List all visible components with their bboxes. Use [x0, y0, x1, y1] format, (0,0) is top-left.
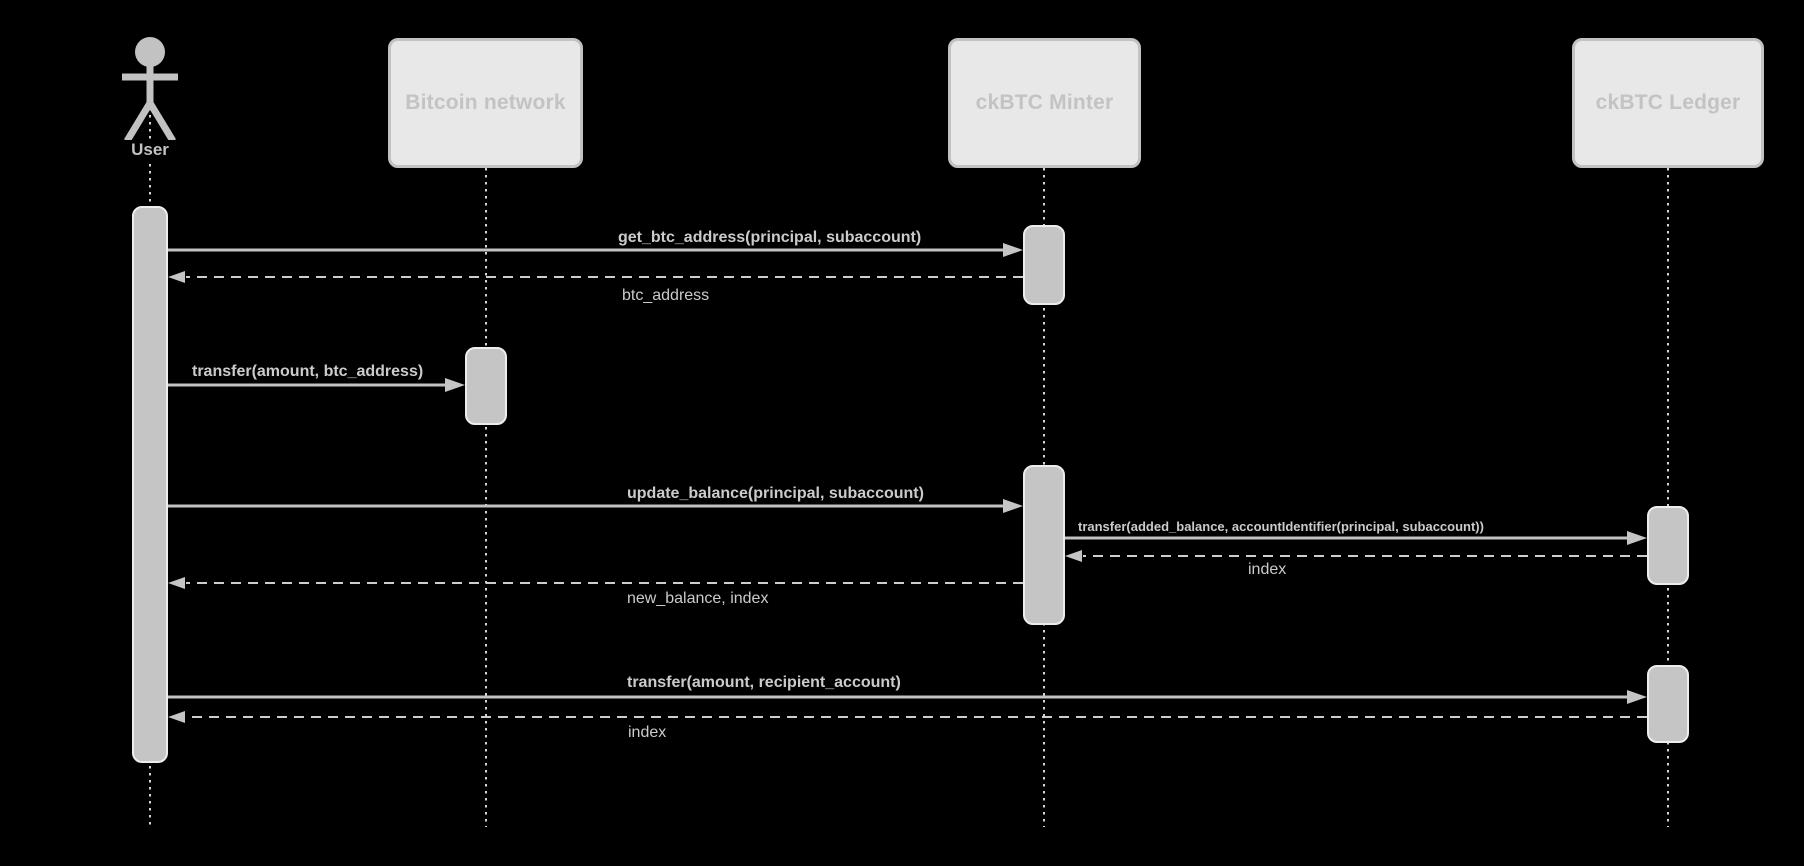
message-label-get-btc-address: get_btc_address(principal, subaccount) [618, 229, 922, 246]
message-label-update-balance: update_balance(principal, subaccount) [627, 485, 924, 502]
arrow-btc-address-return [168, 271, 1023, 283]
message-label-transfer-btc: transfer(amount, btc_address) [192, 363, 424, 380]
message-label-index-user: index [628, 724, 667, 741]
arrow-transfer-recipient [168, 690, 1647, 704]
arrow-update-balance [168, 499, 1023, 513]
arrow-transfer-added-balance [1065, 531, 1647, 545]
participant-ckbtc-ledger: ckBTC Ledger [1572, 38, 1764, 168]
arrow-get-btc-address [168, 243, 1023, 257]
participant-label: ckBTC Ledger [1595, 91, 1741, 114]
activation-minter-1 [1023, 225, 1065, 305]
arrow-index-return-user [168, 711, 1647, 723]
participant-label: ckBTC Minter [975, 91, 1114, 114]
participant-ckbtc-minter: ckBTC Minter [948, 38, 1141, 168]
arrow-transfer-btc [168, 378, 465, 392]
message-label-transfer-recipient: transfer(amount, recipient_account) [627, 674, 901, 691]
message-label-btc-address: btc_address [622, 287, 710, 304]
user-actor-icon [122, 37, 178, 143]
activation-user [132, 206, 168, 763]
message-label-new-balance-index: new_balance, index [627, 590, 769, 607]
message-label-transfer-added-balance: transfer(added_balance, accountIdentifie… [1078, 519, 1484, 534]
participant-bitcoin-network: Bitcoin network [388, 38, 583, 168]
activation-bitcoin [465, 347, 507, 425]
activation-ledger-2 [1647, 665, 1689, 743]
participant-label: Bitcoin network [405, 91, 566, 114]
participant-user-label: User [110, 140, 190, 160]
arrow-index-return-minter [1065, 550, 1647, 562]
activation-ledger-1 [1647, 506, 1689, 585]
arrow-new-balance-return [168, 577, 1023, 589]
message-label-index-minter: index [1248, 561, 1287, 578]
activation-minter-2 [1023, 465, 1065, 625]
